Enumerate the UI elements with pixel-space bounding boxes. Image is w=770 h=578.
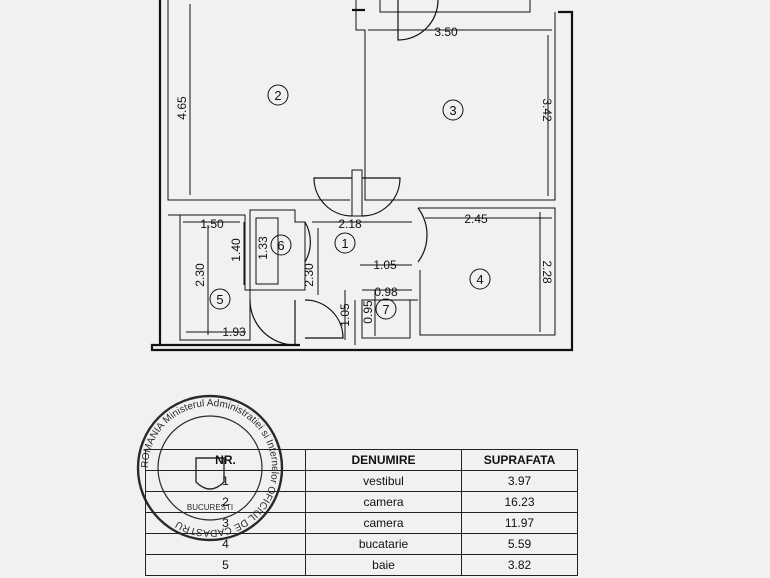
- room-area: 11.97: [461, 512, 578, 534]
- room-number: 3: [449, 103, 456, 118]
- dim-label: 2.30: [302, 263, 316, 287]
- dim-label: 3.50: [434, 25, 458, 39]
- dim-label: 4.65: [175, 96, 189, 120]
- dim-label: 2.18: [338, 217, 362, 231]
- room-name: camera: [305, 512, 462, 534]
- dim-label: 2.45: [464, 212, 488, 226]
- dim-label: 0.95: [361, 300, 375, 324]
- room-nr: 4: [145, 533, 306, 555]
- table-row: 1 vestibul 3.97: [145, 470, 578, 492]
- dim-label: 1.05: [373, 258, 397, 272]
- dim-label: 1.40: [229, 238, 243, 262]
- room-area: 3.97: [461, 470, 578, 492]
- dim-label: 2.30: [193, 263, 207, 287]
- column-header: DENUMIRE: [305, 449, 462, 471]
- room-name: camera: [305, 491, 462, 513]
- dim-label: 0.98: [374, 285, 398, 299]
- dim-label: 3.42: [540, 98, 554, 122]
- dim-label: 1.33: [256, 236, 270, 260]
- room-name: bucatarie: [305, 533, 462, 555]
- room-number: 5: [216, 292, 223, 307]
- room-nr: 2: [145, 491, 306, 513]
- room-area: 5.59: [461, 533, 578, 555]
- room-area: 3.82: [461, 554, 578, 576]
- table-header-row: NR. DENUMIRE SUPRAFATA: [145, 449, 578, 471]
- column-header: SUPRAFATA: [461, 449, 578, 471]
- room-nr: 1: [145, 470, 306, 492]
- dim-label: 2.28: [540, 260, 554, 284]
- room-number: 4: [476, 272, 483, 287]
- room-name: vestibul: [305, 470, 462, 492]
- dim-label: 1.50: [200, 217, 224, 231]
- room-area: 16.23: [461, 491, 578, 513]
- table-row: 3 camera 11.97: [145, 512, 578, 534]
- dim-label: 1.05: [338, 303, 352, 327]
- room-number: 6: [277, 238, 284, 253]
- table-row: 4 bucatarie 5.59: [145, 533, 578, 555]
- column-header: NR.: [145, 449, 306, 471]
- areas-table: NR. DENUMIRE SUPRAFATA 1 vestibul 3.97 2…: [145, 449, 578, 576]
- dim-label: 1.93: [222, 325, 246, 339]
- table-row: 5 baie 3.82: [145, 554, 578, 576]
- table-row: 2 camera 16.23: [145, 491, 578, 513]
- room-nr: 5: [145, 554, 306, 576]
- room-nr: 3: [145, 512, 306, 534]
- floor-plan: 3.50 4.65 3.42 2.18 2.45 1.50 1.40 1.33 …: [150, 0, 574, 352]
- room-number: 2: [274, 88, 281, 103]
- room-name: baie: [305, 554, 462, 576]
- room-number: 1: [341, 236, 348, 251]
- room-number: 7: [382, 302, 389, 317]
